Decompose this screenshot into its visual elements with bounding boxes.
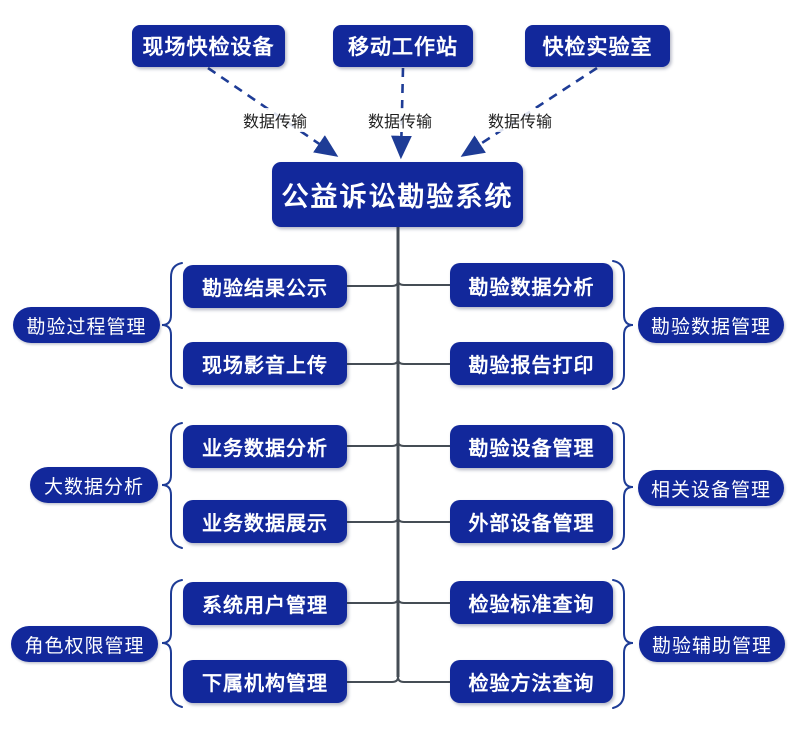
node-right-5: 检验标准查询 (450, 581, 613, 624)
tree-connectors (347, 227, 450, 683)
node-left-5: 系统用户管理 (183, 582, 347, 625)
pill-right-device-mgmt: 相关设备管理 (638, 470, 784, 506)
edge-label-data-transfer-1: 数据传输 (242, 108, 309, 132)
node-right-2: 勘验报告打印 (450, 342, 613, 385)
node-right-3: 勘验设备管理 (450, 425, 613, 468)
pill-right-data-mgmt: 勘验数据管理 (638, 307, 784, 343)
pill-right-aux-mgmt: 勘验辅助管理 (639, 626, 785, 662)
node-left-2: 现场影音上传 (183, 342, 347, 385)
edge-label-data-transfer-3: 数据传输 (487, 108, 554, 132)
group-braces (161, 260, 634, 709)
pill-left-bigdata: 大数据分析 (30, 467, 158, 503)
node-right-4: 外部设备管理 (450, 500, 613, 543)
node-root-system: 公益诉讼勘验系统 (272, 162, 523, 227)
node-source-mobile-workstation: 移动工作站 (333, 25, 473, 67)
pill-left-role-perm: 角色权限管理 (11, 626, 158, 662)
node-left-6: 下属机构管理 (183, 660, 347, 703)
pill-left-process-mgmt: 勘验过程管理 (13, 307, 160, 343)
node-right-1: 勘验数据分析 (450, 263, 613, 307)
node-left-1: 勘验结果公示 (183, 265, 347, 308)
node-source-field-device: 现场快检设备 (132, 25, 285, 67)
node-right-6: 检验方法查询 (450, 660, 613, 703)
node-left-3: 业务数据分析 (183, 425, 347, 468)
edge-label-data-transfer-2: 数据传输 (367, 108, 434, 132)
node-source-rapid-lab: 快检实验室 (525, 25, 670, 67)
node-left-4: 业务数据展示 (183, 500, 347, 543)
